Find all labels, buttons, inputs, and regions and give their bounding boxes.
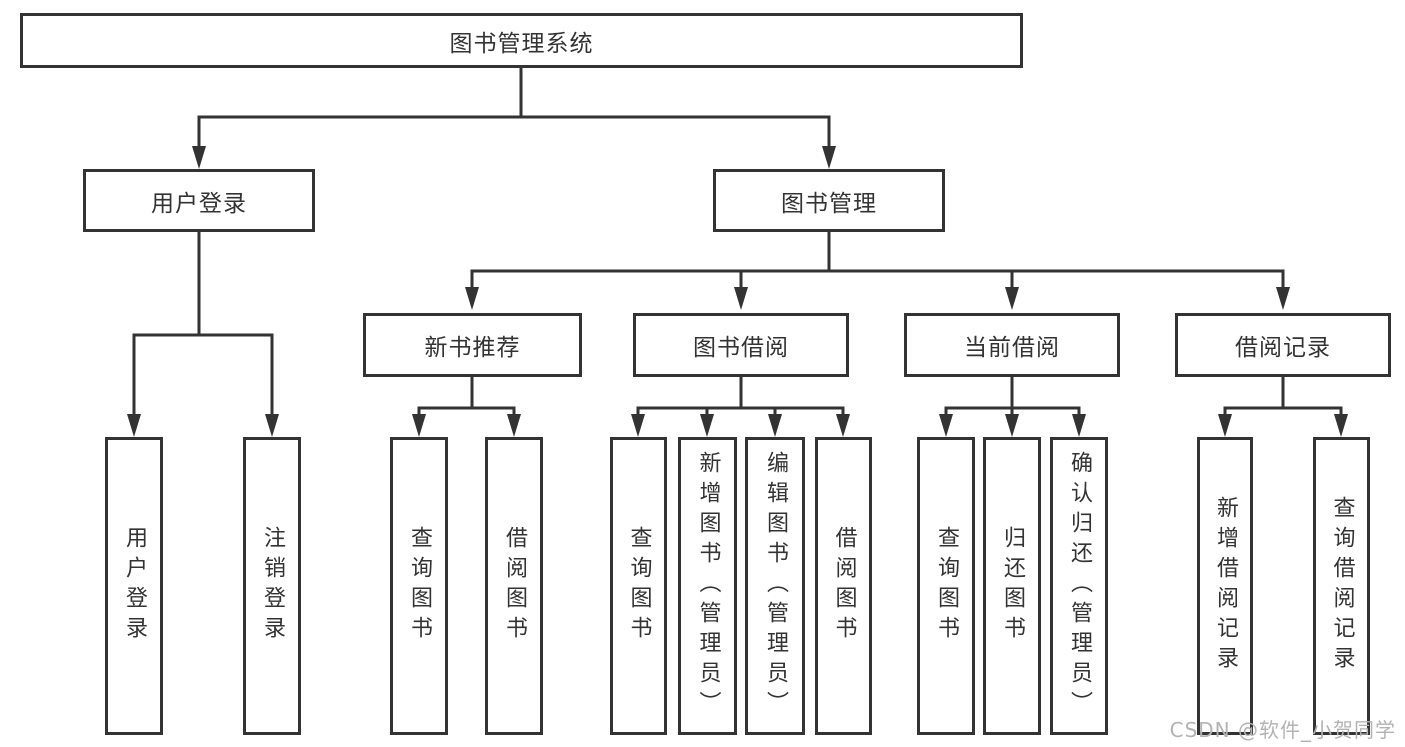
arrowhead <box>1005 414 1019 437</box>
node-borrowing-records: 借阅记录 <box>1175 313 1391 377</box>
connector-new-book-rec-children <box>417 377 516 416</box>
node-book-borrowing-label: 图书借阅 <box>693 335 789 361</box>
arrowhead <box>822 146 836 169</box>
connector-user-login-children <box>132 232 274 416</box>
leaf-borrowing-query-books-label: 查询图书 <box>626 526 652 646</box>
leaf-confirm-return-admin-label: 确认归还（管理员） <box>1067 451 1092 721</box>
leaf-current-query-books: 查询图书 <box>917 437 975 735</box>
arrowhead <box>127 414 141 437</box>
arrowhead <box>1218 414 1232 437</box>
leaf-logout-label: 注销登录 <box>260 526 285 646</box>
arrowhead <box>631 414 645 437</box>
connector-book-borrow-children <box>636 377 845 416</box>
node-book-borrowing: 图书借阅 <box>633 313 849 377</box>
arrowhead <box>1334 414 1348 437</box>
node-new-book-recommend: 新书推荐 <box>363 313 582 377</box>
node-current-borrowing-label: 当前借阅 <box>964 335 1060 361</box>
arrowhead <box>836 414 850 437</box>
leaf-return-books: 归还图书 <box>983 437 1041 735</box>
connector-borrow-records-children <box>1223 377 1343 416</box>
leaf-user-login: 用户登录 <box>105 437 163 735</box>
leaf-borrow-books-label: 借阅图书 <box>831 526 857 646</box>
leaf-borrowing-query-books: 查询图书 <box>610 437 667 735</box>
leaf-add-borrow-record: 新增借阅记录 <box>1197 437 1253 735</box>
arrowhead <box>265 414 279 437</box>
node-book-mgmt: 图书管理 <box>713 169 945 232</box>
leaf-borrow-books: 借阅图书 <box>815 437 872 735</box>
leaf-recommend-borrow-books: 借阅图书 <box>485 437 543 735</box>
node-new-book-recommend-label: 新书推荐 <box>424 335 521 361</box>
watermark: CSDN @软件_小贺同学 <box>1169 718 1396 742</box>
arrowhead <box>465 287 479 310</box>
node-current-borrowing: 当前借阅 <box>904 313 1120 377</box>
arrowhead <box>939 414 953 437</box>
leaf-logout: 注销登录 <box>243 437 301 735</box>
connector-book-mgmt-children <box>470 232 1285 289</box>
leaf-query-borrow-record-label: 查询借阅记录 <box>1329 496 1355 676</box>
leaf-recommend-query-books-label: 查询图书 <box>407 526 432 646</box>
leaf-current-query-books-label: 查询图书 <box>934 526 959 646</box>
arrowhead <box>768 414 782 437</box>
leaf-edit-books-admin: 编辑图书（管理员） <box>745 437 805 735</box>
node-borrowing-records-label: 借阅记录 <box>1235 335 1331 361</box>
leaf-user-login-label: 用户登录 <box>122 526 147 646</box>
arrowhead <box>507 414 521 437</box>
arrowhead <box>412 414 426 437</box>
leaf-add-books-admin-label: 新增图书（管理员） <box>695 451 721 721</box>
leaf-recommend-borrow-books-label: 借阅图书 <box>502 526 527 646</box>
leaf-query-borrow-record: 查询借阅记录 <box>1313 437 1370 735</box>
arrowhead <box>1005 287 1019 310</box>
leaf-return-books-label: 归还图书 <box>1000 526 1025 646</box>
arrowhead <box>1072 414 1086 437</box>
arrowhead <box>1276 287 1290 310</box>
arrowhead <box>734 287 748 310</box>
arrowhead <box>192 146 206 169</box>
node-user-login: 用户登录 <box>83 169 315 232</box>
leaf-confirm-return-admin: 确认归还（管理员） <box>1050 437 1108 735</box>
leaf-edit-books-admin-label: 编辑图书（管理员） <box>763 451 788 721</box>
node-root-label: 图书管理系统 <box>449 30 594 57</box>
leaf-recommend-query-books: 查询图书 <box>390 437 448 735</box>
connector-root-to-level2 <box>197 68 831 148</box>
node-root: 图书管理系统 <box>20 13 1023 68</box>
leaf-add-books-admin: 新增图书（管理员） <box>678 437 737 735</box>
node-user-login-label: 用户登录 <box>151 190 247 217</box>
node-book-mgmt-label: 图书管理 <box>781 190 877 217</box>
leaf-add-borrow-record-label: 新增借阅记录 <box>1213 496 1238 676</box>
connector-current-borrow-children <box>944 377 1081 416</box>
arrowhead <box>700 414 714 437</box>
